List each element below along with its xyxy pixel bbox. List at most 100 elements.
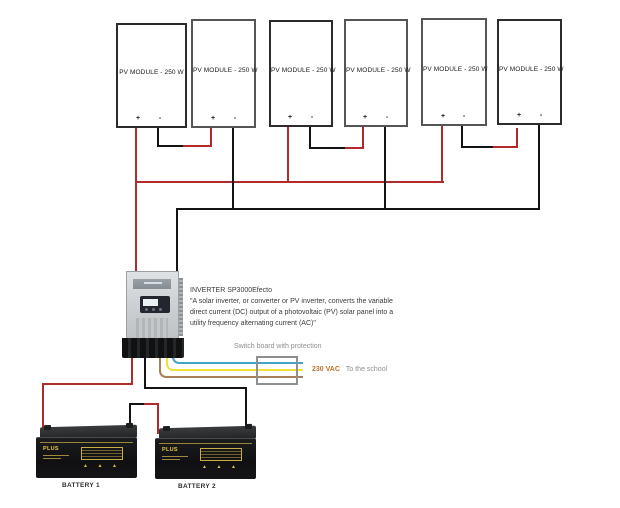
- battery-2-positive-post: [163, 425, 170, 432]
- pv-module-1-positive-terminal: +: [135, 115, 141, 122]
- battery-spec-table: [81, 447, 123, 460]
- inverter-quote-line2: direct current (DC) output of a photovol…: [190, 309, 394, 316]
- warning-icon: ▲: [216, 464, 222, 470]
- wire-battery2-positive-link: [157, 403, 159, 434]
- wire-battery1-negative-link: [129, 403, 131, 432]
- inverter-unit: [122, 268, 184, 358]
- battery-spec-table: [200, 448, 242, 461]
- battery-decor-line: [43, 455, 69, 456]
- inverter-screen: [143, 299, 158, 306]
- battery-1: PLUS ▲ ▲ ▲: [33, 422, 141, 480]
- inverter-button: [159, 308, 162, 311]
- wire-pv3-negative: [309, 127, 311, 149]
- pv-module-2-label: PV MODULE - 250 W: [193, 67, 258, 75]
- battery-2: PLUS ▲ ▲ ▲: [152, 423, 260, 481]
- pv-module-3: PV MODULE - 250 W + -: [269, 20, 336, 127]
- inverter-title: INVERTER SP3000Efecto: [190, 287, 272, 294]
- wire-pv5-negative-link: [461, 146, 494, 148]
- wire-inverter-battery-positive-run: [42, 383, 133, 385]
- ac-destination-label: To the school: [345, 366, 388, 373]
- wire-positive-bus: [135, 181, 444, 183]
- battery-1-front: PLUS ▲ ▲ ▲: [36, 437, 137, 478]
- pv-module-2-positive-terminal: +: [210, 115, 216, 122]
- pv-module-1-negative-terminal: -: [158, 115, 162, 122]
- pv-module-6-positive-terminal: +: [516, 112, 522, 119]
- wire-inverter-battery-negative-drop: [144, 352, 146, 389]
- pv-module-6: PV MODULE - 250 W + -: [497, 19, 564, 125]
- wire-battery-series-black: [129, 403, 146, 405]
- battery-brand-logo: PLUS: [43, 446, 59, 452]
- inverter-button: [145, 308, 148, 311]
- pv-module-5: PV MODULE - 250 W + -: [421, 18, 487, 126]
- wire-pv6-positive: [516, 128, 518, 148]
- pv-module-4-positive-terminal: +: [362, 114, 368, 121]
- battery-1-positive-post: [44, 424, 51, 431]
- pv-module-2-negative-terminal: -: [233, 115, 237, 122]
- battery-decor-line: [162, 456, 188, 457]
- battery-1-negative-post: [126, 422, 133, 429]
- wire-negative-bus-to-inverter: [176, 208, 178, 272]
- inverter-brand-band: [133, 279, 171, 289]
- inverter-button: [152, 308, 155, 311]
- inverter-logo: [144, 282, 163, 284]
- warning-icon: ▲: [231, 464, 236, 470]
- battery-decor-line: [43, 458, 61, 459]
- wire-ac-earth: [159, 350, 303, 378]
- wire-pv5-positive: [441, 126, 443, 183]
- battery-decor-stripe: [40, 442, 133, 443]
- wire-pv4-negative: [384, 127, 386, 210]
- inverter-heatsink: [179, 278, 183, 336]
- wire-pv1-negative: [157, 128, 159, 147]
- wire-pv2-positive: [210, 128, 212, 147]
- inverter-body: [126, 271, 179, 342]
- pv-module-2: PV MODULE - 250 W + -: [191, 19, 258, 128]
- inverter-display: [140, 296, 170, 313]
- switchboard-box: [256, 356, 298, 385]
- inverter-caption: INVERTER SP3000Efecto "A solar inverter,…: [190, 285, 430, 329]
- switchboard-label: Switch board with protection: [234, 343, 322, 350]
- warning-icon: ▲: [83, 463, 88, 469]
- wire-inverter-battery-negative-run: [144, 387, 247, 389]
- wire-pv5-negative: [461, 126, 463, 148]
- warning-icon: ▲: [97, 463, 103, 469]
- pv-module-6-label: PV MODULE - 250 W: [499, 65, 564, 73]
- pv-module-3-negative-terminal: -: [310, 114, 314, 121]
- pv-module-6-negative-terminal: -: [539, 112, 543, 119]
- battery-2-label: BATTERY 2: [178, 483, 216, 490]
- battery-decor-line: [162, 459, 180, 460]
- wire-pv2-positive-link: [183, 145, 212, 147]
- battery-decor-stripe: [159, 443, 252, 444]
- wire-pv4-positive-link: [345, 147, 364, 149]
- pv-module-3-positive-terminal: +: [287, 114, 293, 121]
- wire-battery-series-red: [144, 403, 159, 405]
- wire-pv2-negative: [232, 128, 234, 210]
- battery-2-negative-post: [245, 423, 252, 430]
- battery-warning-icons: ▲ ▲ ▲: [83, 463, 117, 469]
- wire-battery1-positive: [42, 383, 44, 438]
- pv-module-5-positive-terminal: +: [440, 113, 446, 120]
- pv-module-4: PV MODULE - 250 W + -: [344, 19, 411, 127]
- pv-module-1-label: PV MODULE - 250 W: [119, 69, 184, 77]
- wire-pv4-positive: [362, 127, 364, 149]
- wire-pv6-positive-link: [493, 146, 518, 148]
- wire-battery2-negative: [245, 387, 247, 432]
- warning-icon: ▲: [202, 464, 207, 470]
- pv-module-4-negative-terminal: -: [385, 114, 389, 121]
- wire-pv6-negative: [538, 125, 540, 210]
- battery-warning-icons: ▲ ▲ ▲: [202, 464, 236, 470]
- inverter-quote-line3: utility frequency alternating current (A…: [190, 320, 316, 327]
- ac-voltage-label: 230 VAC: [312, 366, 340, 373]
- battery-brand-logo: PLUS: [162, 447, 178, 453]
- ac-output-caption: 230 VAC To the school: [312, 366, 387, 373]
- pv-module-3-label: PV MODULE - 250 W: [271, 67, 336, 75]
- pv-module-5-label: PV MODULE - 250 W: [423, 65, 488, 73]
- inverter-quote-line1: "A solar inverter, or converter or PV in…: [190, 298, 393, 305]
- warning-icon: ▲: [112, 463, 117, 469]
- pv-module-4-label: PV MODULE - 250 W: [346, 66, 411, 74]
- wire-pv3-positive: [287, 127, 289, 183]
- pv-module-5-negative-terminal: -: [462, 113, 466, 120]
- pv-module-1: PV MODULE - 250 W + -: [116, 23, 187, 128]
- wire-pv1-negative-link: [157, 145, 184, 147]
- wire-negative-bus: [176, 208, 540, 210]
